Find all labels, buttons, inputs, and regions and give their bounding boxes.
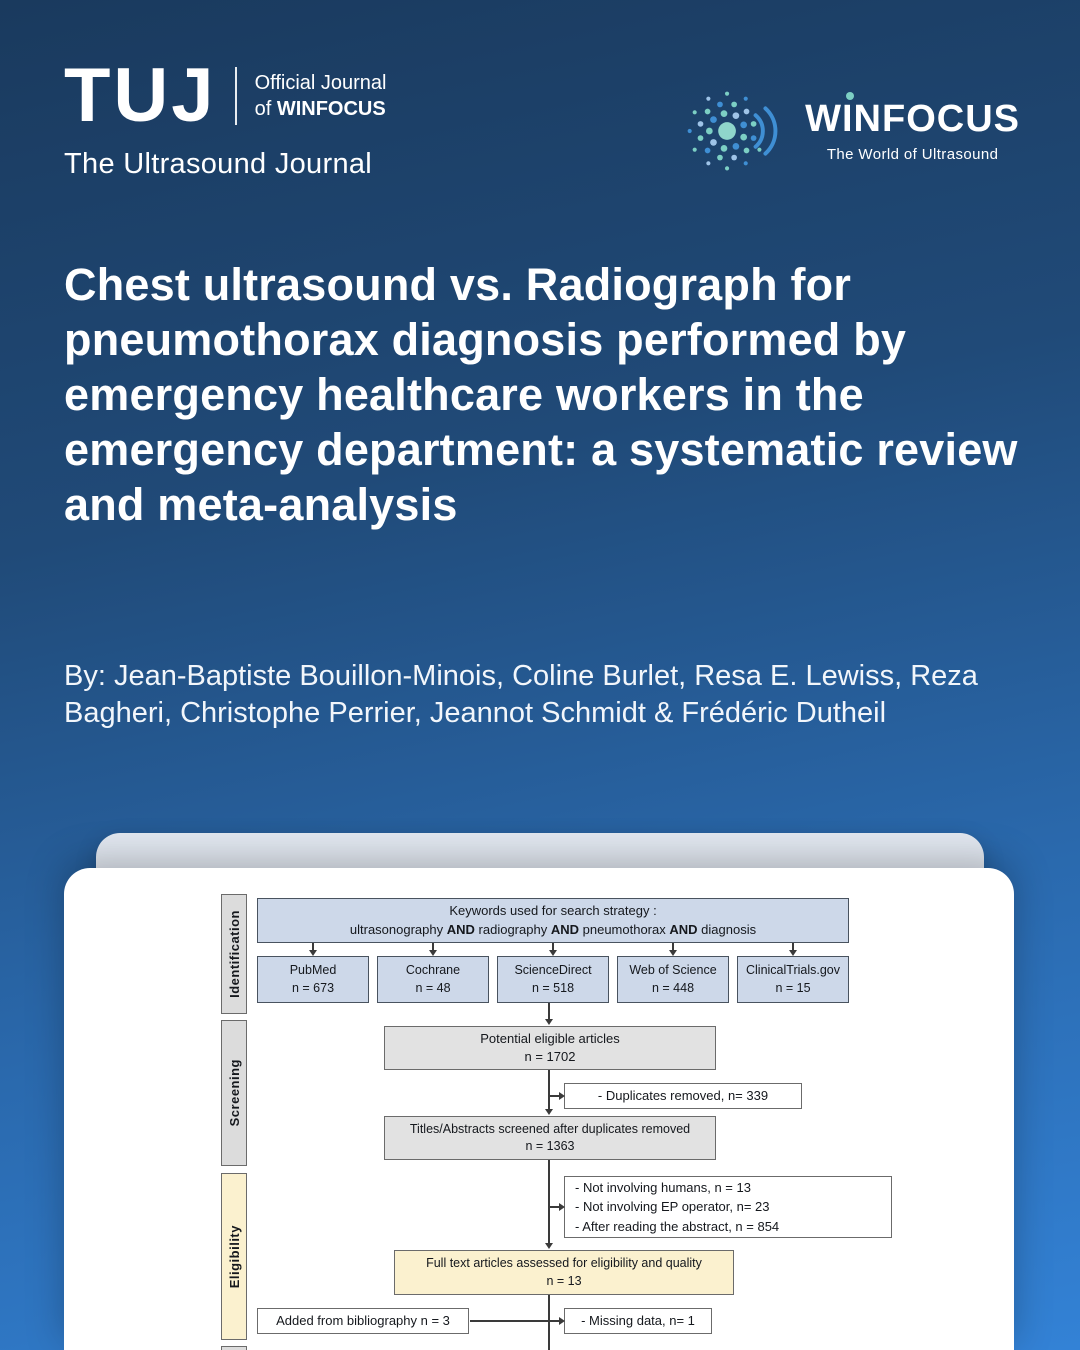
of-text: of: [254, 98, 272, 120]
database-name: ScienceDirect: [514, 963, 592, 977]
database-name: Web of Science: [629, 963, 717, 977]
database-box-webofscience: Web of Science n = 448: [617, 956, 729, 1003]
tuj-official-text: Official Journal of WINFOCUS: [255, 70, 387, 122]
box-line: - Duplicates removed, n= 339: [597, 1087, 769, 1103]
keyword: ultrasonography: [349, 921, 444, 937]
tuj-logo-text: TUJ: [64, 53, 217, 138]
flow-line: [312, 943, 314, 951]
i-dot-icon: [846, 92, 855, 101]
potential-eligible-box: Potential eligible articles n = 1702: [384, 1026, 716, 1070]
missing-data-box: - Missing data, n= 1: [564, 1308, 712, 1334]
official-org-line: of WINFOCUS: [255, 96, 387, 122]
keyword: diagnosis: [701, 921, 757, 937]
database-count: n = 518: [531, 980, 575, 995]
keywords-box: Keywords used for search strategy : ultr…: [257, 898, 849, 943]
stage-included-partial: [221, 1346, 247, 1350]
arrow-right-icon: [558, 1091, 565, 1100]
exclusion-line: - After reading the abstract, n = 854: [575, 1218, 780, 1234]
flow-line: [792, 943, 794, 951]
winfocus-text-block: WINFOCUS The World of Ultrasound: [805, 92, 1020, 163]
arrow-right-icon: [558, 1316, 565, 1325]
winfocus-text: WINFOCUS: [276, 98, 386, 120]
flow-line: [548, 1295, 550, 1350]
box-line: Potential eligible articles: [480, 1030, 620, 1046]
arrow-down-icon: [544, 1019, 553, 1025]
database-name: ClinicalTrials.gov: [745, 963, 840, 977]
database-count: n = 48: [415, 980, 451, 995]
exclusion-line: - Not involving EP operator, n= 23: [575, 1199, 770, 1215]
keyword: pneumothorax: [582, 921, 666, 937]
box-count: n = 1363: [525, 1139, 575, 1153]
database-box-sciencedirect: ScienceDirect n = 518: [497, 956, 609, 1003]
winfocus-tagline: The World of Ultrasound: [826, 145, 999, 163]
arrow-down-icon: [308, 950, 317, 956]
flow-line: [672, 943, 674, 951]
and-operator: AND: [446, 921, 475, 937]
official-journal-line: Official Journal: [254, 72, 387, 94]
arrow-right-icon: [558, 1202, 565, 1211]
database-box-cochrane: Cochrane n = 48: [377, 956, 489, 1003]
database-name: Cochrane: [405, 963, 461, 977]
journal-name: The Ultrasound Journal: [64, 148, 373, 180]
box-line: Titles/Abstracts screened after duplicat…: [409, 1121, 691, 1136]
box-count: n = 1702: [524, 1049, 576, 1064]
winfocus-brand-text: WINFOCUS: [805, 98, 1020, 141]
winfocus-logo: WINFOCUS The World of Ultrasound: [671, 72, 1020, 190]
fulltext-assessed-box: Full text articles assessed for eligibil…: [394, 1250, 734, 1295]
tuj-logo-row: TUJ Official Journal of WINFOCUS: [64, 58, 387, 134]
flow-line: [552, 943, 554, 951]
box-line: - Missing data, n= 1: [581, 1312, 695, 1328]
flow-line: [548, 1003, 550, 1020]
arrow-down-icon: [668, 950, 677, 956]
flow-line: [548, 1070, 550, 1110]
flow-line: [550, 1320, 560, 1322]
database-box-clinicaltrials: ClinicalTrials.gov n = 15: [737, 956, 849, 1003]
tuj-logo: TUJ Official Journal of WINFOCUS The Ult…: [64, 58, 387, 181]
keywords-line2: ultrasonography AND radiography AND pneu…: [350, 921, 756, 939]
box-line: Added from bibliography n = 3: [276, 1312, 450, 1328]
and-operator: AND: [669, 921, 698, 937]
arrow-down-icon: [544, 1109, 553, 1115]
flow-line: [432, 943, 434, 951]
arrow-down-icon: [428, 950, 437, 956]
titles-screened-box: Titles/Abstracts screened after duplicat…: [384, 1116, 716, 1160]
stage-identification: Identification: [221, 894, 247, 1014]
flow-line: [548, 1160, 550, 1244]
database-name: PubMed: [289, 963, 337, 977]
flow-line: [550, 1095, 560, 1097]
exclusions-box: - Not involving humans, n = 13 - Not inv…: [564, 1176, 892, 1238]
added-bibliography-box: Added from bibliography n = 3: [257, 1308, 469, 1334]
arrow-down-icon: [788, 950, 797, 956]
flow-line: [470, 1320, 548, 1322]
stage-screening: Screening: [221, 1020, 247, 1166]
page-title: Chest ultrasound vs. Radiograph for pneu…: [64, 259, 1018, 530]
duplicates-removed-box: - Duplicates removed, n= 339: [564, 1083, 802, 1109]
arrow-down-icon: [544, 1243, 553, 1249]
byline: By: Jean-Baptiste Bouillon-Minois, Colin…: [64, 660, 978, 730]
database-count: n = 673: [291, 980, 335, 995]
keyword: radiography: [478, 921, 548, 937]
keywords-line1: Keywords used for search strategy :: [449, 903, 657, 919]
arrow-down-icon: [548, 950, 557, 956]
box-line: Full text articles assessed for eligibil…: [426, 1256, 702, 1270]
stage-label: Eligibility: [226, 1224, 242, 1289]
stage-label: Screening: [226, 1059, 242, 1127]
winfocus-globe-icon: [687, 91, 778, 171]
database-box-pubmed: PubMed n = 673: [257, 956, 369, 1003]
stage-eligibility: Eligibility: [221, 1173, 247, 1340]
database-count: n = 448: [651, 980, 695, 995]
winfocus-brand: WINFOCUS: [805, 92, 1020, 141]
stage-label: Identification: [226, 910, 242, 998]
box-count: n = 13: [546, 1273, 582, 1288]
exclusion-line: - Not involving humans, n = 13: [575, 1179, 751, 1195]
flow-diagram-card: Identification Screening Eligibility Key…: [64, 868, 1014, 1350]
logo-divider: [234, 67, 237, 125]
flow-line: [550, 1206, 560, 1208]
and-operator: AND: [550, 921, 579, 937]
database-count: n = 15: [775, 980, 811, 995]
